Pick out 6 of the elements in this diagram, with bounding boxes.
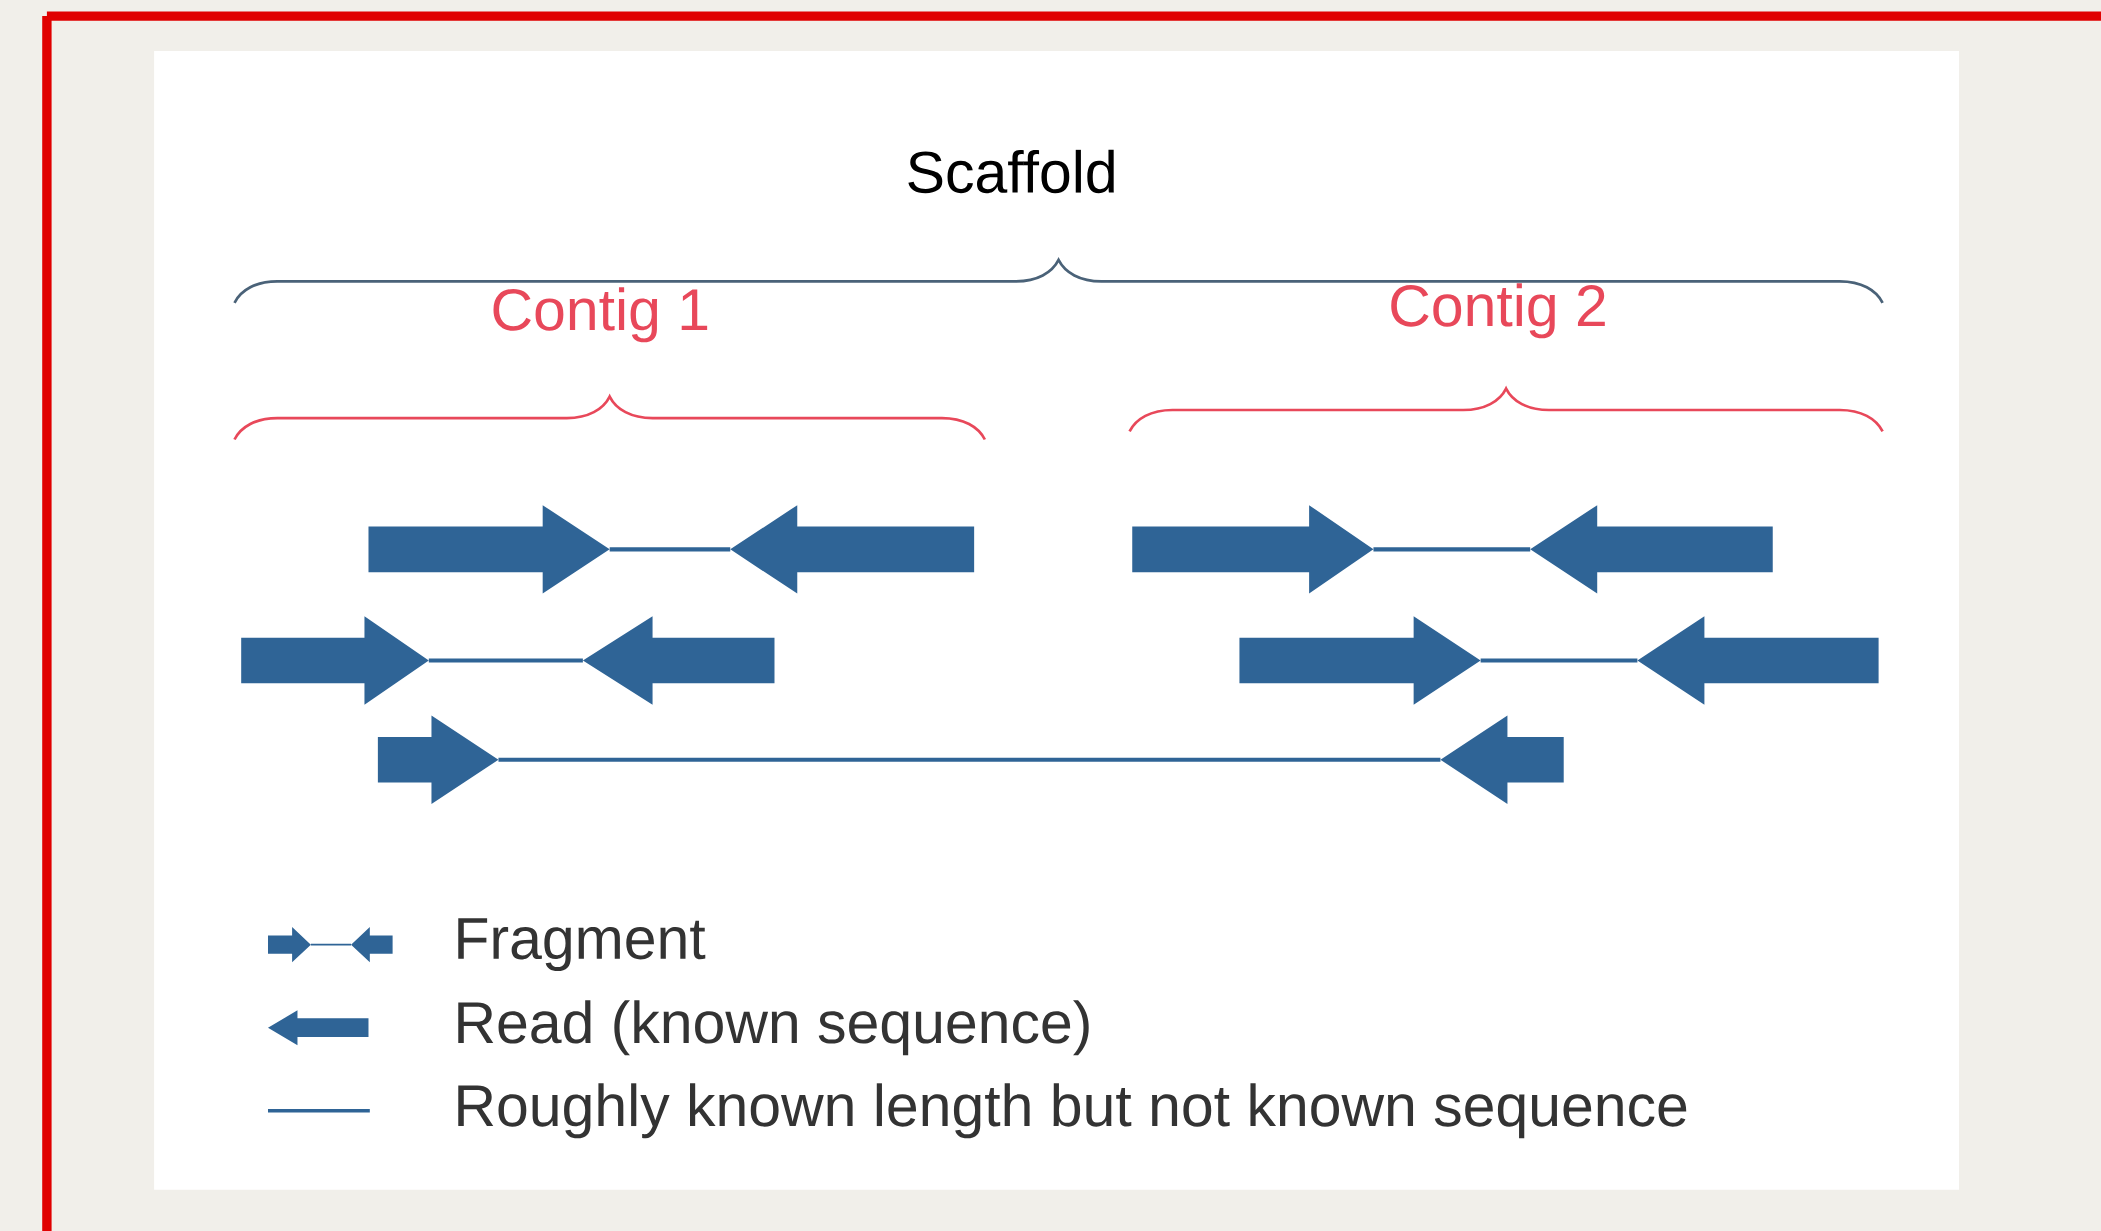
bracket-label: Contig 1 [493, 287, 708, 343]
bracket-label: Scaffold [908, 149, 1114, 193]
legend-label: Fragment [458, 918, 706, 971]
legend-label: Roughly known length but not known sequence [458, 1083, 1687, 1139]
bracket-label: Contig 2 [1391, 283, 1605, 339]
legend-label: Read (known sequence) [458, 1000, 1089, 1055]
